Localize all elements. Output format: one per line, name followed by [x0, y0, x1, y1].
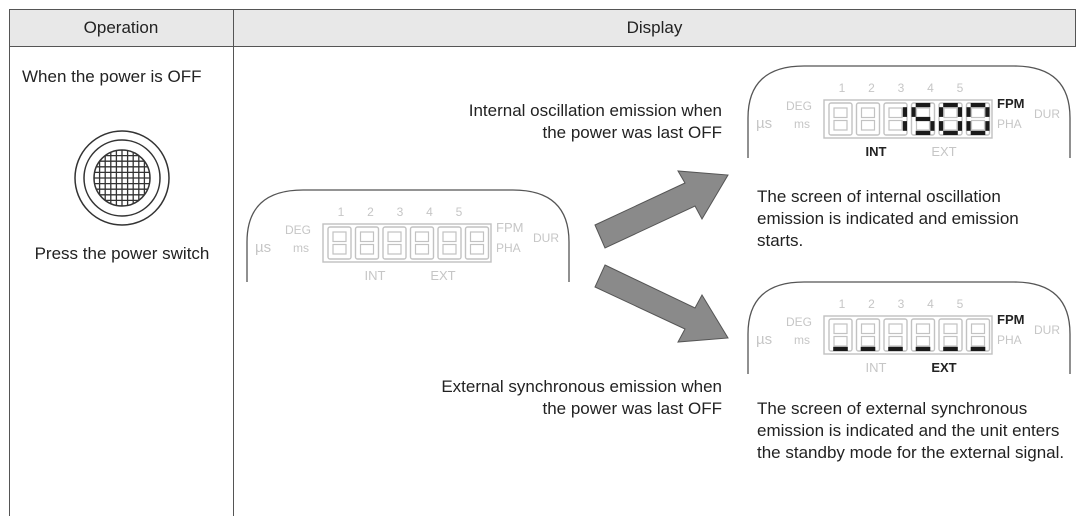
lcd-digit-active	[970, 346, 986, 351]
lcd-frame	[246, 189, 570, 282]
lcd-digit-window	[823, 315, 993, 355]
table-column-divider	[233, 9, 234, 516]
display-column-header: Display	[626, 18, 683, 37]
lcd-digit-active	[911, 103, 935, 135]
lcd-unit-dur: DUR	[533, 231, 559, 245]
lcd-mode-int: INT	[866, 360, 887, 375]
lcd-position-label: 5	[957, 81, 964, 95]
lcd-unit-pha: PHA	[997, 333, 1022, 347]
lcd-digit-active	[939, 103, 962, 135]
arrow-to-internal-icon	[594, 170, 729, 249]
lcd-digit-window	[823, 99, 993, 139]
lcd-digit-outline	[883, 102, 908, 136]
lcd-mode-ext: EXT	[931, 360, 956, 375]
lcd-position-label: 4	[927, 81, 934, 95]
external-emission-description: The screen of external synchronous emiss…	[757, 399, 1065, 462]
lcd-digit-outline	[910, 318, 936, 352]
lcd-digit-outline	[883, 318, 908, 352]
lcd-position-label: 5	[957, 297, 964, 311]
lcd-digit-active	[915, 346, 931, 351]
lcd-position-label: 4	[426, 205, 433, 219]
table-border-top	[9, 9, 1076, 10]
lcd-digit-window	[322, 223, 492, 263]
table-header-row	[9, 9, 1076, 46]
press-power-switch-instruction: Press the power switch	[34, 244, 210, 263]
table-border-right	[1075, 9, 1076, 46]
lcd-digit-active	[966, 103, 990, 135]
lcd-mode-int: INT	[866, 144, 887, 159]
lcd-unit-dur: DUR	[1034, 107, 1060, 121]
arrows-graphic	[594, 170, 729, 343]
lcd-digit-outline	[965, 318, 991, 352]
lcd-digit-outline	[855, 102, 881, 136]
power-switch-icon	[72, 128, 172, 228]
lcd-unit-ms: ms	[293, 241, 309, 255]
lcd-mode-ext: EXT	[931, 144, 956, 159]
lcd-position-label: 3	[898, 81, 905, 95]
lcd-unit-us: µs	[756, 115, 772, 132]
lcd-unit-pha: PHA	[997, 117, 1022, 131]
lcd-unit-us: µs	[756, 331, 772, 348]
lcd-digit-outline	[855, 318, 881, 352]
lcd-digit-outline	[437, 226, 462, 260]
lcd-digit-active	[902, 107, 907, 131]
lcd-external-panel: 1 2 3 4 5 µs DEG ms FPM PHA DUR INT EXT	[744, 278, 1074, 378]
lcd-digit-outline	[409, 226, 435, 260]
lcd-unit-dur: DUR	[1034, 323, 1060, 337]
lcd-digit-active	[943, 346, 958, 351]
lcd-position-label: 2	[367, 205, 374, 219]
lcd-unit-deg: DEG	[285, 223, 311, 237]
lcd-unit-pha: PHA	[496, 241, 521, 255]
lcd-position-label: 2	[868, 81, 875, 95]
power-off-state-text: When the power is OFF	[22, 67, 202, 86]
external-emission-caption: External synchronous emission when the p…	[441, 377, 722, 418]
lcd-unit-ms: ms	[794, 333, 810, 347]
lcd-position-label: 5	[456, 205, 463, 219]
lcd-position-label: 3	[898, 297, 905, 311]
lcd-digit-active	[888, 346, 903, 351]
lcd-position-label: 2	[868, 297, 875, 311]
internal-emission-caption: Internal oscillation emission when the p…	[468, 101, 722, 142]
lcd-unit-fpm: FPM	[496, 220, 523, 235]
lcd-frame	[747, 281, 1071, 374]
table-border-left	[9, 9, 10, 516]
lcd-digit-outline	[327, 226, 352, 260]
lcd-digit-outline	[938, 318, 963, 352]
lcd-digit-active	[860, 346, 876, 351]
lcd-unit-fpm: FPM	[997, 96, 1024, 111]
arrow-to-external-icon	[594, 264, 729, 343]
lcd-center-panel: 1 2 3 4 5 µs DEG ms FPM PHA DUR INT EXT	[243, 186, 573, 286]
lcd-internal-panel: 1 2 3 4 5 µs DEG ms FPM PHA DUR INT EXT	[744, 62, 1074, 162]
lcd-position-label: 1	[338, 205, 345, 219]
lcd-digit-outline	[382, 226, 407, 260]
lcd-unit-deg: DEG	[786, 99, 812, 113]
lcd-digit-outline	[354, 226, 380, 260]
lcd-position-label: 3	[397, 205, 404, 219]
operation-column-header: Operation	[83, 18, 159, 37]
lcd-unit-fpm: FPM	[997, 312, 1024, 327]
lcd-digit-outline	[464, 226, 490, 260]
lcd-frame	[747, 65, 1071, 158]
lcd-digit-outline	[828, 102, 853, 136]
lcd-unit-us: µs	[255, 239, 271, 256]
internal-emission-description: The screen of internal oscillation emiss…	[757, 187, 1019, 250]
lcd-position-label: 4	[927, 297, 934, 311]
lcd-digit-active	[833, 346, 848, 351]
lcd-unit-ms: ms	[794, 117, 810, 131]
lcd-unit-deg: DEG	[786, 315, 812, 329]
lcd-mode-int: INT	[365, 268, 386, 283]
lcd-position-label: 1	[839, 297, 846, 311]
table-header-divider	[9, 46, 1076, 47]
lcd-mode-ext: EXT	[430, 268, 455, 283]
lcd-position-label: 1	[839, 81, 846, 95]
lcd-digit-outline	[828, 318, 853, 352]
